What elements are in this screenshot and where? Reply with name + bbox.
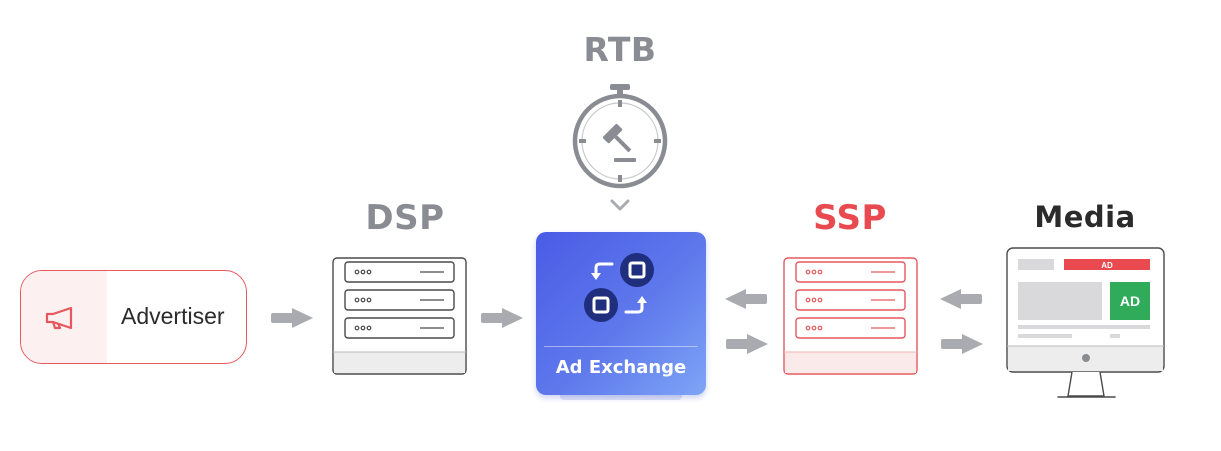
ad-box-label: AD xyxy=(1119,293,1141,309)
media-title: Media xyxy=(1034,200,1136,234)
ssp-title: SSP xyxy=(813,198,887,238)
arrow-exchange-to-ssp xyxy=(726,334,768,354)
arrow-dsp-to-exchange xyxy=(481,308,523,328)
megaphone-icon xyxy=(45,306,73,330)
ad-box xyxy=(1110,282,1150,320)
ad-exchange-label: Ad Exchange xyxy=(555,357,687,378)
exchange-divider xyxy=(544,346,698,347)
chevron-down-icon xyxy=(610,199,630,211)
stopwatch-gavel-icon xyxy=(572,84,668,189)
arrow-advertiser-to-dsp xyxy=(271,308,313,328)
ad-banner-label: AD xyxy=(1101,261,1113,270)
ssp-server-icon xyxy=(783,257,918,375)
advertiser-box: Advertiser xyxy=(20,270,247,364)
dsp-server-icon xyxy=(332,257,467,375)
rtb-title: RTB xyxy=(583,30,657,69)
advertiser-label: Advertiser xyxy=(121,303,225,329)
arrow-ssp-to-media xyxy=(941,334,983,354)
arrow-ssp-to-exchange xyxy=(725,289,767,309)
ad-banner xyxy=(1064,259,1150,270)
exchange-cycle-icon xyxy=(584,253,654,322)
ad-exchange-box: Ad Exchange xyxy=(536,232,706,395)
dsp-title: DSP xyxy=(365,198,445,238)
monitor-icon xyxy=(1006,247,1165,398)
arrow-media-to-ssp xyxy=(940,289,982,309)
